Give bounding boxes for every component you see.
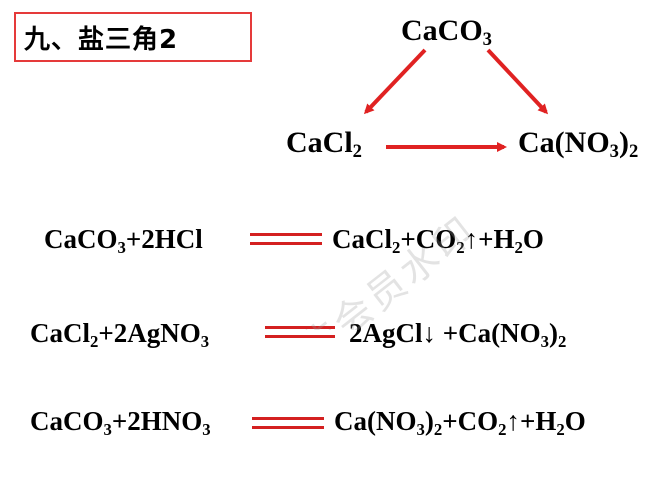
equals-sign-3 [252, 417, 324, 429]
formula-text: CaCl [30, 318, 90, 348]
subscript: 2 [392, 237, 401, 257]
formula-text: ↑+H [464, 224, 515, 254]
formula-text: O [564, 406, 586, 436]
subscript: 2 [558, 331, 567, 351]
formula-text: +2HCl [125, 224, 203, 254]
formula-text: CaCl [332, 224, 392, 254]
subscript: 2 [433, 419, 443, 439]
equation-1-lhs: CaCO3+2HCl [44, 224, 203, 256]
equation-3-lhs: CaCO3+2HNO3 [30, 406, 211, 438]
page-title: 九、盐三角2 [24, 24, 179, 55]
formula-text: 2AgCl↓ +Ca(NO [349, 318, 541, 348]
formula-text: CaCO [30, 406, 104, 436]
subscript: 3 [540, 331, 549, 351]
formula-text: ) [424, 406, 434, 436]
formula-text: CaCO [44, 224, 118, 254]
subscript: 3 [416, 419, 425, 439]
formula-text: Ca(NO [334, 406, 417, 436]
subscript: 2 [556, 419, 565, 439]
subscript: 3 [202, 419, 211, 439]
node-cacl2: CaCl2 [286, 126, 362, 163]
equation-3-rhs: Ca(NO3)2+CO2↑+H2O [334, 406, 586, 438]
arrow-caco3-to-canitrate [486, 48, 549, 115]
formula-text: +2AgNO [98, 318, 201, 348]
subscript: 3 [200, 331, 210, 351]
arrow-caco3-to-cacl2 [363, 48, 427, 115]
formula-text: +2HNO [111, 406, 203, 436]
equation-1-rhs: CaCl2+CO2↑+H2O [332, 224, 544, 256]
equals-sign-1 [250, 233, 322, 245]
equation-2-lhs: CaCl2+2AgNO3 [30, 318, 209, 350]
node-caco3: CaCO3 [401, 14, 492, 51]
subscript: 2 [498, 419, 507, 439]
formula-text: +CO [442, 406, 499, 436]
formula-text: O [522, 224, 544, 254]
formula-text: ) [549, 318, 558, 348]
equals-sign-2 [265, 326, 335, 338]
subscript: 2 [456, 237, 465, 257]
subscript: 3 [103, 419, 112, 439]
equation-2-rhs: 2AgCl↓ +Ca(NO3)2 [349, 318, 566, 350]
subscript: 2 [514, 237, 523, 257]
title-box: 九、盐三角2 [14, 12, 252, 62]
subscript: 3 [117, 237, 126, 257]
formula-text: +CO [400, 224, 457, 254]
formula-text: ↑+H [506, 406, 557, 436]
node-canitrate: Ca(NO3)2 [518, 126, 639, 163]
subscript: 2 [90, 331, 99, 351]
